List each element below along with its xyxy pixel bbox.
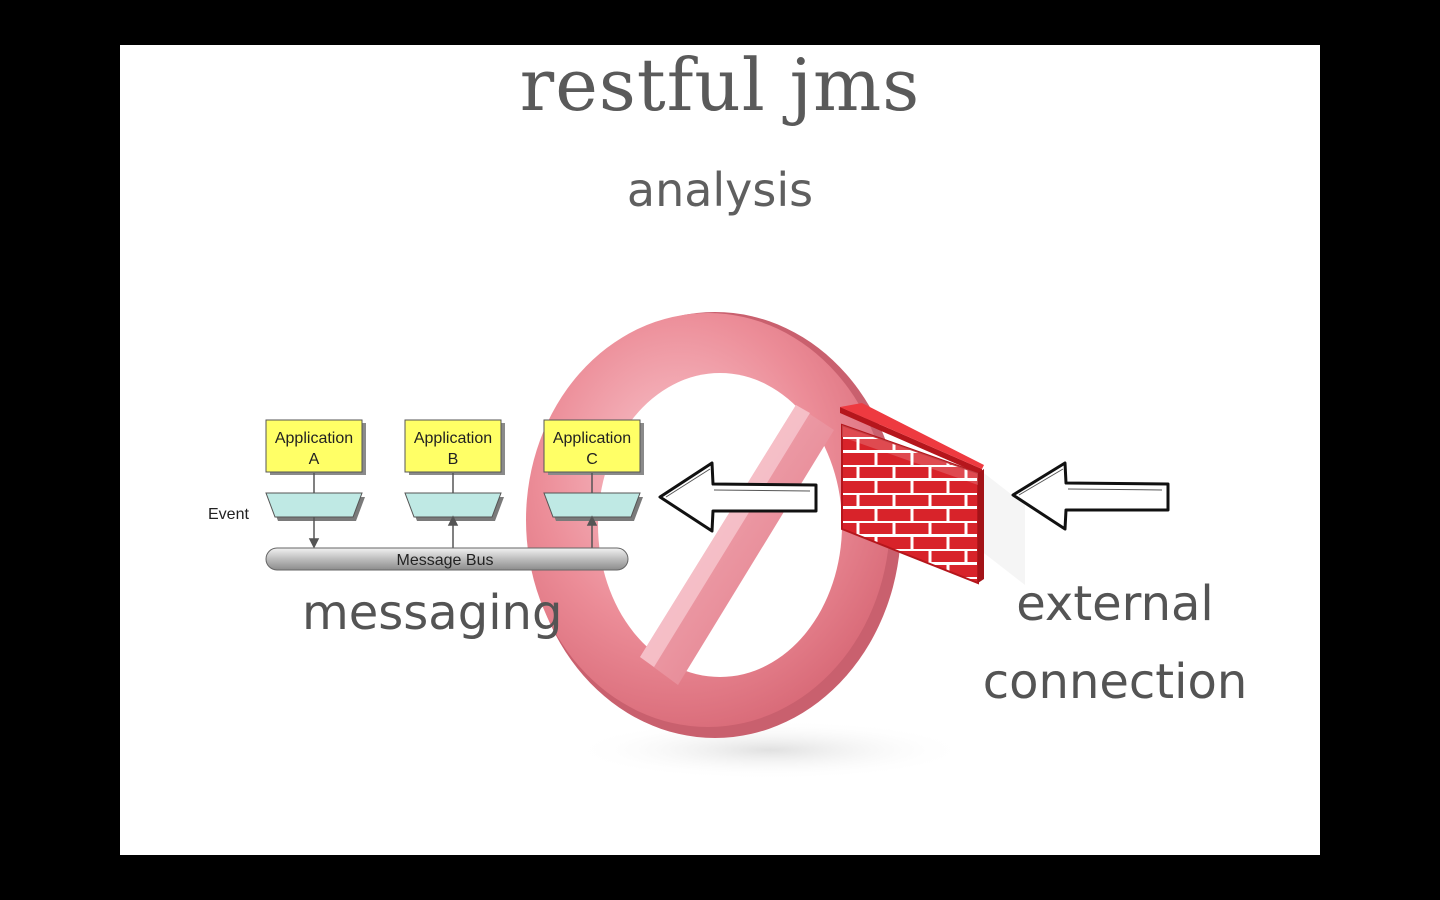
application-b-letter: B (448, 451, 459, 468)
slide-subtitle: analysis (626, 163, 814, 217)
firewall-brick-wall-icon (840, 403, 1025, 585)
channel-adapters (265, 492, 643, 521)
application-a-letter: A (309, 451, 320, 468)
application-c-box: Application C (543, 419, 644, 475)
external-caption-line2: connection (982, 654, 1248, 710)
application-c-letter: C (586, 451, 598, 468)
message-bus: Message Bus (265, 547, 629, 571)
left-arrow-icon (1011, 461, 1170, 531)
slide-title: restful jms (519, 45, 921, 127)
slide: Application A Application B Application … (120, 45, 1320, 855)
event-label: Event (208, 506, 249, 523)
diagram-canvas: Application A Application B Application … (208, 312, 1170, 780)
application-b-box: Application B (404, 419, 505, 475)
application-a-label: Application (275, 430, 353, 447)
application-b-label: Application (414, 430, 492, 447)
message-bus-label: Message Bus (397, 552, 494, 569)
app-connectors (313, 473, 593, 493)
no-entry-sign-icon (526, 312, 970, 780)
external-caption-line1: external (1016, 576, 1214, 632)
application-c-label: Application (553, 430, 631, 447)
application-a-box: Application A (265, 419, 366, 475)
left-arrow-icon (658, 461, 818, 533)
external-connection-caption: external connection (970, 565, 1260, 721)
messaging-caption: messaging (302, 585, 563, 641)
event-arrows (308, 515, 598, 549)
